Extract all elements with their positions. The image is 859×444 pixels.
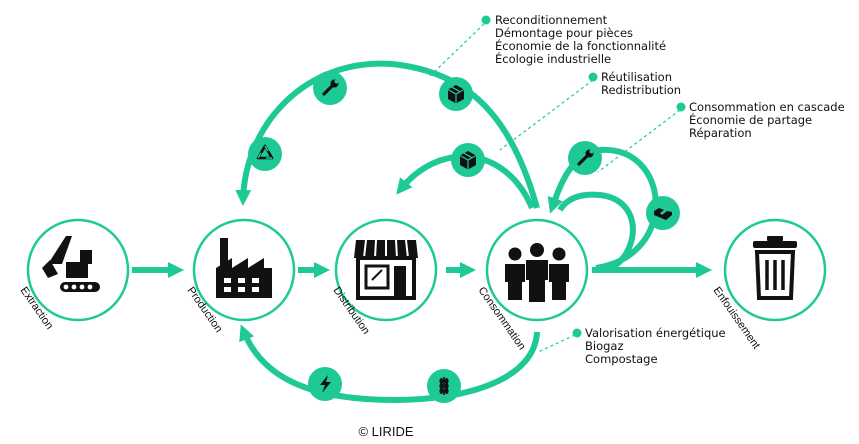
svg-text:Consommation en cascade: Consommation en cascade Économie de part…	[689, 100, 848, 140]
people-icon	[505, 243, 569, 302]
loop-reconditionnement	[235, 60, 540, 209]
lightning-icon	[308, 367, 342, 401]
note-line: Réutilisation	[601, 70, 672, 84]
stage-distribution	[334, 218, 438, 322]
factory-icon	[216, 238, 272, 298]
note-bullet	[676, 102, 686, 112]
stage-production	[192, 218, 296, 322]
leader-line-reconditionnement	[429, 23, 485, 77]
note-line: Biogaz	[585, 339, 624, 353]
loop-icons	[248, 71, 680, 403]
loop-valorisation	[239, 324, 540, 404]
note-line: Consommation en cascade	[689, 100, 845, 114]
leader-lines	[429, 23, 681, 353]
note-line: Réparation	[689, 126, 752, 140]
leader-line-valorisation	[537, 334, 576, 353]
wrench-icon	[568, 141, 602, 175]
trash-can-icon	[753, 236, 797, 300]
svg-text:Réutilisation Redistribu: Réutilisation Redistribution	[601, 70, 681, 97]
note-line: Écologie industrielle	[495, 51, 611, 66]
stage-extraction	[26, 218, 130, 322]
note-line: Économie de partage	[689, 112, 812, 127]
box-icon	[451, 143, 485, 177]
note-line: Reconditionnement	[495, 13, 608, 27]
note-line: Économie de la fonctionnalité	[495, 38, 666, 53]
note-bullet	[588, 72, 598, 82]
store-icon	[354, 239, 418, 300]
excavator-icon	[42, 236, 100, 292]
wheat-icon	[427, 369, 461, 403]
loop-consommation-en-cascade	[547, 146, 659, 271]
note-reconditionnement: Reconditionnement Démontage pour pièces …	[481, 13, 670, 66]
note-line: Valorisation énergétique	[585, 326, 726, 340]
note-reutilisation: Réutilisation Redistribution	[588, 70, 681, 97]
note-bullet	[572, 328, 582, 338]
copyright-notice: © LIRIDE	[358, 424, 413, 439]
svg-text:Valorisation énergétique: Valorisation énergétique Biogaz Composta…	[585, 326, 729, 366]
leader-line-reutilisation	[499, 79, 594, 151]
svg-text:Reconditionnement Démont: Reconditionnement Démontage pour pièces …	[495, 13, 670, 66]
note-cascade: Consommation en cascade Économie de part…	[676, 100, 848, 140]
loop-partage-inner	[557, 191, 636, 273]
note-line: Démontage pour pièces	[495, 26, 633, 40]
note-valorisation: Valorisation énergétique Biogaz Composta…	[572, 326, 729, 366]
note-bullet	[481, 15, 491, 25]
note-line: Redistribution	[601, 83, 681, 97]
stage-consommation	[485, 218, 589, 322]
box-icon	[439, 77, 473, 111]
wrench-icon	[313, 71, 347, 105]
stage-enfouissement	[723, 218, 827, 322]
note-line: Compostage	[585, 352, 658, 366]
handshake-icon	[646, 196, 680, 230]
leader-line-cascade	[597, 109, 681, 173]
recycle-icon	[248, 137, 282, 171]
